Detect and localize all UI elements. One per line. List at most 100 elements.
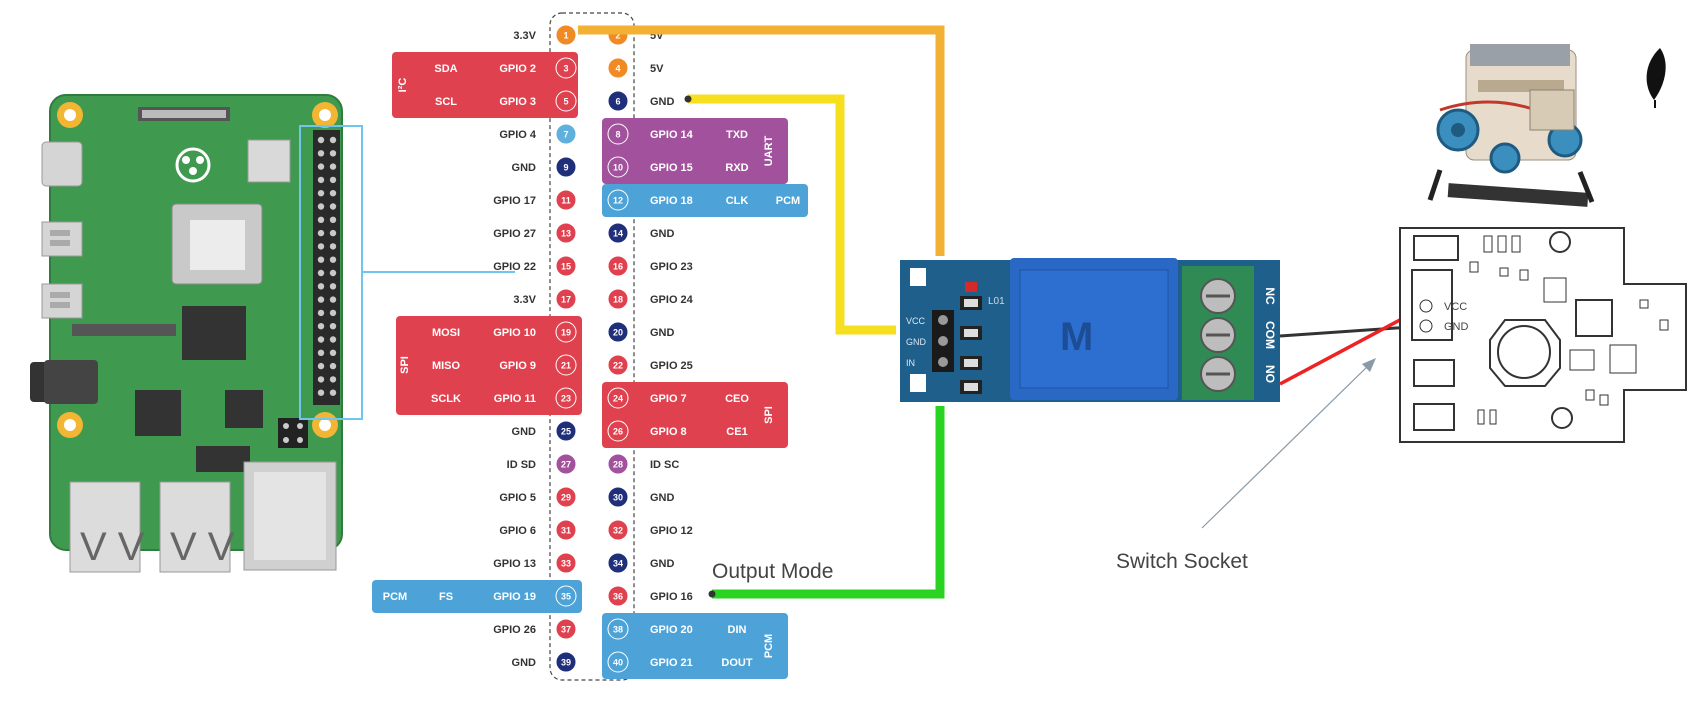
pin-number: 37: [561, 625, 571, 635]
socket-label-gnd: GND: [1444, 321, 1469, 333]
spi-right-group-label: SPI: [763, 406, 775, 424]
pin-number: 7: [563, 130, 568, 140]
header-pin-dot: [317, 203, 325, 210]
pin-6: [607, 90, 629, 112]
pin-31: [555, 519, 577, 541]
pin-function: SDA: [434, 63, 457, 75]
pin-8: [607, 123, 629, 145]
pin-number: 11: [561, 196, 571, 206]
pin-function: CEO: [725, 393, 749, 405]
pin-label: GPIO 5: [499, 492, 536, 504]
screw-terminal-icon: [1200, 317, 1236, 353]
pin-function: PCM: [383, 591, 407, 603]
pin-label: 3.3V: [513, 294, 536, 306]
svg-text:V V: V V: [170, 525, 235, 569]
pin-number: 38: [613, 625, 623, 635]
pin-label: GND: [512, 657, 537, 669]
pin-label: GPIO 27: [493, 228, 536, 240]
pin-label: GND: [650, 558, 675, 570]
pin-label: GPIO 21: [650, 657, 693, 669]
pin-number: 4: [615, 64, 620, 74]
pin-label: GPIO 20: [650, 624, 693, 636]
pin-label: GND: [650, 228, 675, 240]
pin-32: [607, 519, 629, 541]
pin-number: 21: [561, 361, 571, 371]
pin-label: GPIO 10: [493, 327, 536, 339]
pin-30: [607, 486, 629, 508]
header-pin-dot: [329, 176, 337, 184]
pin-26: [607, 420, 629, 442]
header-pin-dot: [317, 176, 325, 184]
pin-label: GPIO 22: [493, 261, 536, 273]
pin-24: [607, 387, 629, 409]
pin-number: 15: [561, 262, 571, 272]
relay-pin-gnd: GND: [906, 337, 927, 347]
pin-function: DIN: [728, 624, 747, 636]
pin-number: 31: [561, 526, 571, 536]
pin-function: RXD: [725, 162, 748, 174]
header-pin-dot: [329, 323, 337, 330]
wire-gnd-to-gnd: [684, 94, 932, 335]
terminal-nc: NC: [1263, 287, 1277, 305]
spi-left-group-label: SPI: [399, 356, 411, 374]
pin-11: [555, 189, 577, 211]
pin-number: 6: [615, 97, 620, 107]
pin-number: 19: [561, 328, 571, 338]
switch-socket-arrow: [1201, 358, 1376, 529]
pin-17: [555, 288, 577, 310]
pin-number: 24: [613, 394, 623, 404]
pin-12: [607, 189, 629, 211]
leaf-icon: [1646, 48, 1666, 108]
pin-number: 1: [563, 31, 568, 41]
terminal-com: COM: [1263, 321, 1277, 349]
pin-number: 12: [613, 196, 623, 206]
header-pin-dot: [317, 229, 325, 237]
pin-number: 34: [613, 559, 623, 569]
pin-number: 26: [613, 427, 623, 437]
pin-label: GPIO 2: [499, 63, 536, 75]
pin-number: 2: [615, 31, 620, 41]
header-pin-dot: [317, 283, 325, 290]
pin-number: 9: [563, 163, 568, 173]
relay-pin-vcc: VCC: [906, 316, 926, 326]
pin-33: [555, 552, 577, 574]
header-pin-dot: [329, 150, 337, 157]
pin-label: ID SD: [507, 459, 536, 471]
pin-number: 35: [561, 592, 571, 602]
pin-label: GPIO 24: [650, 294, 694, 306]
pcm-bottom-group-label: PCM: [763, 634, 775, 658]
pin-function: CE1: [726, 426, 747, 438]
screw-terminal-icon: [1200, 356, 1236, 392]
i2c-group: [392, 52, 578, 118]
screw-terminal-icon: [1200, 278, 1236, 314]
i2c-group-label: I²C: [397, 78, 409, 93]
pin-38: [607, 618, 629, 640]
pin-function: SCL: [435, 96, 457, 108]
led-label: L01: [988, 296, 1005, 307]
header-pin-dot: [317, 309, 325, 317]
pin-label: GPIO 15: [650, 162, 693, 174]
header-pin-dot: [317, 163, 325, 170]
pin-number: 36: [613, 592, 623, 602]
pin-37: [555, 618, 577, 640]
pin-27: [555, 453, 577, 475]
pin-label: GND: [650, 96, 675, 108]
pin-35: [555, 585, 577, 607]
pin-function: PCM: [776, 195, 800, 207]
pin-function: DOUT: [721, 657, 752, 669]
pin-label: GPIO 17: [493, 195, 536, 207]
header-pin-dot: [329, 309, 337, 317]
pin-number: 16: [613, 262, 623, 272]
pin-28: [607, 453, 629, 475]
pin-21: [555, 354, 577, 376]
header-pin-dot: [329, 389, 337, 396]
pin-22: [607, 354, 629, 376]
switch-socket-board: VCC GND: [1399, 227, 1687, 443]
header-pin-dot: [317, 243, 325, 250]
pin-18: [607, 288, 629, 310]
pin-function: SCLK: [431, 393, 461, 405]
pin-34: [607, 552, 629, 574]
svg-text:V V: V V: [80, 525, 145, 569]
pin-label: 3.3V: [513, 30, 536, 42]
